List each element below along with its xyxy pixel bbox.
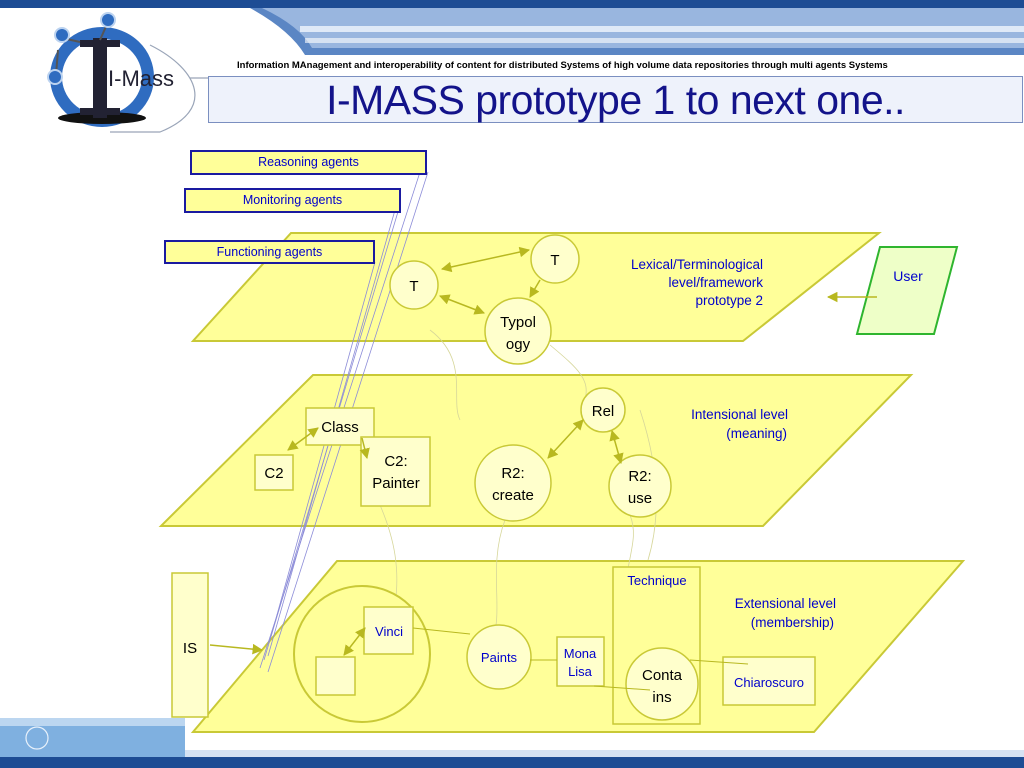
monitoring-agents-box: Monitoring agents bbox=[184, 188, 401, 213]
top-banner-stripe bbox=[300, 26, 1024, 32]
page-title: I-MASS prototype 1 to next one.. bbox=[326, 77, 905, 123]
header-tagline: Information MAnagement and interoperabil… bbox=[237, 60, 888, 71]
arrow-t-left-to-typology bbox=[439, 294, 485, 315]
bottom-banner-bar bbox=[0, 757, 1024, 768]
user-box bbox=[855, 246, 959, 335]
arrow-class-to-c2-painter bbox=[359, 437, 370, 460]
empty-instance-node bbox=[315, 656, 356, 696]
extensional-level-label-line2: (membership) bbox=[751, 615, 834, 630]
functioning-agents-label: Functioning agents bbox=[216, 245, 323, 259]
vinci-label: Vinci bbox=[375, 624, 403, 639]
top-banner-bar bbox=[0, 0, 1024, 8]
technique-label: Technique bbox=[627, 573, 686, 588]
lexical-node-t-right bbox=[530, 234, 580, 284]
arrow-class-to-c2 bbox=[287, 427, 319, 451]
is-label: IS bbox=[183, 640, 197, 657]
logo-node-3 bbox=[47, 69, 63, 85]
paints-node bbox=[466, 624, 532, 690]
is-box bbox=[171, 572, 209, 718]
c2-painter-label-line2: Painter bbox=[372, 475, 420, 492]
bottom-banner-left-light bbox=[0, 718, 185, 726]
reasoning-agents-box: Reasoning agents bbox=[190, 150, 427, 175]
intensional-level-label-line1: Intensional level bbox=[691, 407, 788, 422]
logo-i-top bbox=[80, 40, 120, 47]
lexical-node-t-right-label: T bbox=[550, 252, 559, 269]
class-label: Class bbox=[321, 419, 359, 436]
logo-node-1 bbox=[54, 27, 70, 43]
arrow-rel-to-r2-use bbox=[609, 429, 624, 465]
c2-label: C2 bbox=[264, 465, 283, 482]
contains-node bbox=[625, 647, 699, 721]
paints-label: Paints bbox=[481, 650, 518, 665]
extensional-level-label-line1: Extensional level bbox=[735, 596, 836, 611]
rel-node bbox=[580, 387, 626, 433]
logo-i-bottom bbox=[80, 108, 120, 115]
r2-use-node bbox=[608, 454, 672, 518]
lexical-level-label-line2: level/framework bbox=[668, 275, 763, 290]
c2-painter-label-line1: C2: bbox=[384, 453, 407, 470]
lexical-level-label-line3: prototype 2 bbox=[695, 293, 763, 308]
logo-text: I-Mass bbox=[108, 66, 174, 91]
title-box: I-MASS prototype 1 to next one.. bbox=[208, 76, 1023, 123]
contains-label-line1: Conta bbox=[642, 667, 683, 684]
arrow-rel-to-r2-create bbox=[547, 419, 584, 459]
c2-node bbox=[254, 454, 294, 491]
arrow-is-to-extensional bbox=[209, 643, 264, 655]
typology-label-line1: Typol bbox=[500, 314, 536, 331]
r2-use-label-line1: R2: bbox=[628, 468, 651, 485]
chiaroscuro-node bbox=[722, 656, 816, 706]
bottom-banner-line bbox=[185, 750, 1024, 757]
contains-label-line2: ins bbox=[652, 689, 671, 706]
r2-use-label-line2: use bbox=[628, 490, 652, 507]
mona-lisa-label-line1: Mona bbox=[564, 646, 597, 661]
extensional-links bbox=[412, 627, 749, 691]
logo-node-2 bbox=[100, 12, 116, 28]
lexical-level-label-line1: Lexical/Terminological bbox=[631, 257, 763, 272]
functioning-agents-box: Functioning agents bbox=[164, 240, 375, 264]
arrow-t-right-to-typology bbox=[529, 279, 541, 298]
top-banner-stripe-2 bbox=[305, 38, 1024, 43]
reasoning-agents-label: Reasoning agents bbox=[258, 155, 359, 169]
bottom-circle-icon bbox=[25, 726, 49, 750]
mona-lisa-label-line2: Lisa bbox=[568, 664, 593, 679]
lexical-node-t-left-label: T bbox=[409, 278, 418, 295]
arrow-vinci-to-instance bbox=[343, 627, 366, 656]
logo-arc bbox=[110, 44, 196, 133]
rel-label: Rel bbox=[592, 403, 615, 420]
user-label: User bbox=[893, 268, 923, 284]
r2-create-node bbox=[474, 444, 552, 522]
mona-lisa-node bbox=[556, 636, 605, 687]
logo-i-bar bbox=[93, 38, 107, 118]
typology-node bbox=[484, 297, 552, 365]
lexical-node-t-left bbox=[389, 260, 439, 310]
typology-label-line2: ogy bbox=[506, 336, 531, 353]
intensional-level-label-line2: (meaning) bbox=[726, 426, 787, 441]
r2-create-label-line1: R2: bbox=[501, 465, 524, 482]
arrow-t-left-to-t-right bbox=[440, 246, 531, 273]
monitoring-agents-label: Monitoring agents bbox=[242, 193, 343, 207]
chiaroscuro-label: Chiaroscuro bbox=[734, 675, 804, 690]
c2-painter-node bbox=[360, 436, 431, 507]
r2-create-label-line2: create bbox=[492, 487, 534, 504]
